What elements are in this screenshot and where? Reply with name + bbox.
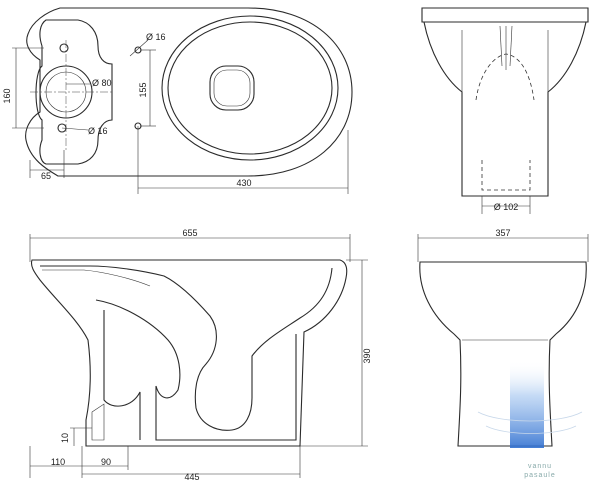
bowl-drain-opening <box>209 65 255 111</box>
bowl-rim-outer <box>161 15 339 161</box>
top-view-outline <box>25 7 353 177</box>
dim-90: 90 <box>101 457 111 467</box>
dim-dia16-upper: Ø 16 <box>146 32 166 42</box>
rear-body <box>423 21 587 197</box>
rear-trap-hidden <box>475 53 535 101</box>
dim-65: 65 <box>41 171 51 181</box>
front-bowl-outline <box>419 261 587 447</box>
side-outer-shell <box>30 259 348 447</box>
bowl-rim-inner <box>167 21 333 155</box>
dim-dia80: Ø 80 <box>92 78 112 88</box>
dim-155: 155 <box>138 82 148 97</box>
rear-rim <box>421 7 589 23</box>
dim-655: 655 <box>182 228 197 238</box>
side-rim-inner <box>42 269 151 287</box>
top-view: 160 65 Ø 16 Ø 80 Ø 16 155 430 <box>2 7 353 194</box>
dim-dia16-lower: Ø 16 <box>88 126 108 136</box>
side-section-view: 655 390 10 110 90 445 <box>29 228 372 482</box>
side-foot-slot <box>91 403 105 441</box>
front-view: 357 <box>417 228 589 447</box>
dim-160: 160 <box>2 88 12 103</box>
mount-hole-upper <box>59 43 69 53</box>
dim-10: 10 <box>60 433 70 443</box>
rear-view: Ø 102 <box>421 7 589 214</box>
side-bowl-interior <box>40 265 333 431</box>
watermark-line1: vannu <box>528 463 552 470</box>
dim-445: 445 <box>184 472 199 482</box>
watermark: vannu pasaule <box>477 360 583 479</box>
leader-dia16-lower <box>61 127 89 131</box>
dim-dia102: Ø 102 <box>494 202 519 212</box>
side-trap <box>95 299 297 441</box>
bowl-drain-inner <box>213 69 251 107</box>
watermark-line2: pasaule <box>524 472 556 479</box>
leader-dia16-upper <box>129 39 149 57</box>
dim-390: 390 <box>362 348 372 363</box>
rear-outlet-hidden <box>481 160 531 191</box>
watermark-bar <box>510 360 544 448</box>
mount-hole-lower <box>57 123 67 133</box>
dim-110: 110 <box>51 457 65 467</box>
tank-flange <box>35 19 113 165</box>
dim-357: 357 <box>495 228 510 238</box>
dim-430: 430 <box>236 178 251 188</box>
side-trap-inner <box>103 310 141 440</box>
